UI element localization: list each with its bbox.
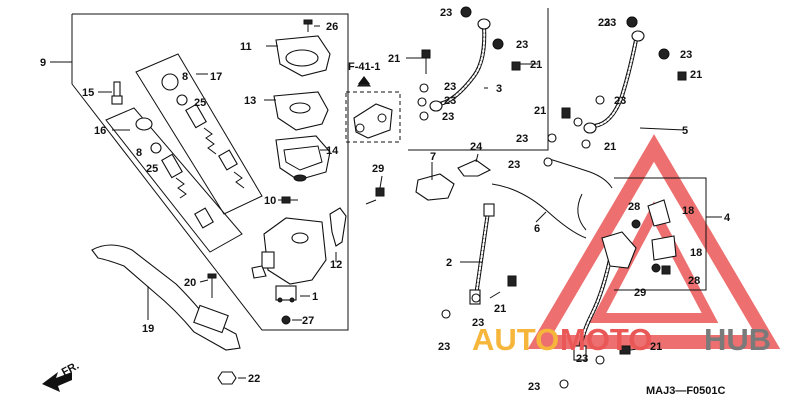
callout-14: 14	[326, 145, 339, 157]
front-direction-arrow	[42, 372, 72, 392]
callout-8-lower: 8	[136, 147, 142, 159]
callout-23-g: 23	[680, 49, 692, 61]
callout-21-d: 21	[534, 105, 546, 117]
catalog-code: MAJ3—F0501C	[646, 385, 726, 397]
callout-21-f: 21	[494, 303, 506, 315]
callout-23-h: 23	[614, 95, 626, 107]
frame-pointer-arrow	[358, 76, 370, 84]
upper-hose-3	[429, 18, 491, 112]
callout-23-b: 23	[516, 39, 528, 51]
callout-13: 13	[244, 95, 256, 107]
frame-reference-box	[345, 91, 401, 143]
callout-23-o: 23	[604, 17, 616, 29]
master-cylinder-body	[251, 217, 327, 285]
direction-label: FR.	[60, 360, 81, 379]
lever-nut	[217, 371, 237, 385]
callout-2: 2	[446, 257, 452, 269]
frame-bracket	[353, 77, 393, 139]
callouts: 1 2 3 4 5 6 7 8 8 9 10 11 12 13 14 15 16…	[40, 7, 731, 393]
callout-29-b: 29	[634, 287, 646, 299]
callout-21-e: 21	[604, 141, 616, 153]
clamp-24	[457, 159, 492, 177]
callout-23-k: 23	[472, 317, 484, 329]
callout-3: 3	[496, 83, 502, 95]
callout-6: 6	[534, 223, 540, 235]
callout-4: 4	[724, 212, 731, 224]
bolt-29-upper	[365, 187, 385, 205]
brake-switch	[275, 285, 297, 303]
brake-pipe-6	[491, 157, 613, 239]
callout-19: 19	[142, 323, 154, 335]
piston-kit-parts	[161, 73, 245, 189]
callout-10: 10	[264, 195, 276, 207]
callout-7: 7	[430, 151, 436, 163]
callout-9: 9	[40, 57, 46, 69]
callout-23-j: 23	[508, 159, 520, 171]
callout-24: 24	[470, 141, 483, 153]
upper-hose-outline	[408, 8, 549, 151]
diaphragm	[275, 135, 331, 182]
screw-10	[281, 196, 298, 204]
frame-reference-label: F-41-1	[348, 61, 380, 73]
cap-screw	[303, 19, 313, 32]
callout-27: 27	[302, 315, 314, 327]
lever-pin	[207, 273, 217, 298]
lower-hose	[573, 248, 614, 361]
callout-23-i: 23	[516, 133, 528, 145]
hose-5	[583, 30, 645, 134]
callout-12: 12	[330, 259, 342, 271]
callout-18-upper: 18	[682, 205, 694, 217]
callout-23-c: 23	[444, 81, 456, 93]
piston-kit-box	[135, 53, 263, 215]
fasteners	[417, 6, 687, 389]
callout-23-l: 23	[438, 341, 450, 353]
callout-16: 16	[94, 125, 106, 137]
switch-screw	[281, 315, 291, 325]
hose-2	[469, 203, 495, 305]
leader-lines	[98, 25, 685, 379]
watermark-moto: MOTO	[560, 322, 652, 357]
master-cylinder-outline	[50, 13, 349, 331]
callout-21-b: 21	[530, 59, 542, 71]
watermark-hub: HUB	[704, 322, 771, 357]
callout-5: 5	[682, 125, 688, 137]
holder	[329, 207, 347, 247]
boot-kit-parts	[135, 117, 214, 229]
joint-7	[415, 173, 455, 201]
callout-23-n: 23	[576, 353, 588, 365]
callout-26: 26	[326, 21, 338, 33]
watermark-auto: AUTO	[472, 322, 559, 357]
pivot-bolt	[111, 81, 123, 105]
joint-assembly-box	[614, 177, 722, 291]
callout-25-b: 25	[146, 163, 158, 175]
callout-20: 20	[184, 277, 196, 289]
callout-28-a: 28	[628, 201, 640, 213]
diaphragm-plate	[273, 91, 329, 131]
callout-23-a: 23	[440, 7, 452, 19]
callout-23-f: 23	[598, 17, 610, 29]
callout-15: 15	[82, 87, 94, 99]
brake-lever	[91, 244, 241, 351]
callout-29-a: 29	[372, 163, 384, 175]
callout-21-a: 21	[388, 53, 400, 65]
callout-25-a: 25	[194, 97, 206, 109]
callout-8-upper: 8	[182, 71, 188, 83]
callout-23-m: 23	[528, 381, 540, 393]
callout-21-g: 21	[650, 341, 662, 353]
callout-23-d: 23	[444, 95, 456, 107]
watermark-logo: AUTO MOTO HUB	[472, 322, 771, 357]
reservoir-cap	[275, 35, 331, 77]
callout-21-c: 21	[690, 69, 702, 81]
joint-components	[601, 199, 677, 273]
callout-1: 1	[312, 291, 318, 303]
callout-11: 11	[240, 41, 252, 53]
boot-kit-box	[105, 107, 243, 253]
callout-23-e: 23	[442, 111, 454, 123]
callout-28-b: 28	[688, 275, 700, 287]
callout-22: 22	[248, 373, 260, 385]
callout-18-lower: 18	[690, 247, 702, 259]
callout-17: 17	[210, 71, 222, 83]
